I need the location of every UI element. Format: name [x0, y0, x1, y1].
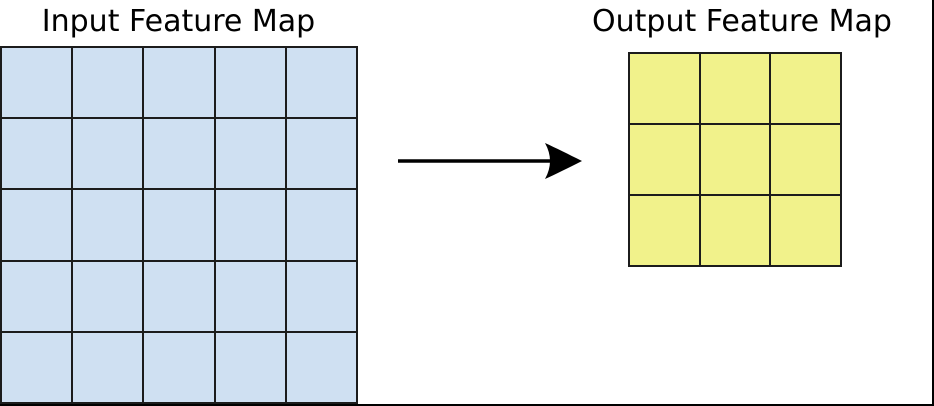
frame-bottom-line [0, 404, 934, 406]
input-feature-map-cell [2, 48, 72, 118]
output-feature-map-cell [700, 54, 770, 123]
input-feature-map-cell [2, 332, 72, 402]
input-feature-map-cell [73, 190, 143, 260]
input-feature-map-cell [2, 261, 72, 331]
input-feature-map-grid [0, 46, 358, 404]
input-feature-map-cell [144, 332, 214, 402]
input-feature-map-cell [215, 48, 285, 118]
input-feature-map-cell [144, 119, 214, 189]
input-feature-map-cell [73, 119, 143, 189]
input-feature-map-cell [215, 119, 285, 189]
input-feature-map-cell [2, 119, 72, 189]
input-feature-map-cell [286, 48, 356, 118]
input-map-title: Input Feature Map [41, 4, 316, 39]
input-feature-map-cell [2, 190, 72, 260]
input-feature-map-cell [73, 332, 143, 402]
input-feature-map-cell [215, 332, 285, 402]
frame-right-line [932, 0, 934, 406]
output-feature-map-cell [700, 125, 770, 194]
output-feature-map-cell [771, 125, 840, 194]
input-feature-map-cell [215, 261, 285, 331]
transform-arrow-icon [398, 143, 582, 179]
output-feature-map-cell [771, 54, 840, 123]
input-feature-map-cell [144, 48, 214, 118]
input-feature-map-cell [144, 261, 214, 331]
input-feature-map-cell [73, 48, 143, 118]
output-feature-map-cell [630, 54, 699, 123]
output-feature-map-cell [630, 196, 699, 265]
output-feature-map-cell [700, 196, 770, 265]
output-feature-map-cell [630, 125, 699, 194]
input-feature-map-cell [286, 119, 356, 189]
input-feature-map-cell [286, 332, 356, 402]
input-feature-map-cell [215, 190, 285, 260]
arrow-head [545, 143, 582, 179]
output-feature-map-grid [628, 52, 842, 267]
input-feature-map-cell [286, 190, 356, 260]
output-feature-map-cell [771, 196, 840, 265]
input-feature-map-cell [144, 190, 214, 260]
output-map-title: Output Feature Map [592, 4, 892, 39]
input-feature-map-cell [286, 261, 356, 331]
input-feature-map-cell [73, 261, 143, 331]
